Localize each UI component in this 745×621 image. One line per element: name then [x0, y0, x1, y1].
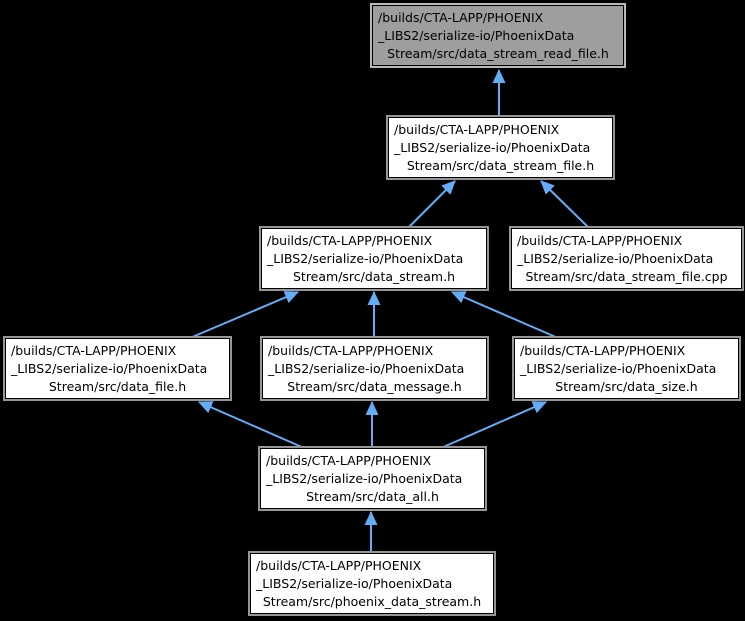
node-path-line: _LIBS2/serialize-io/PhoenixData [11, 361, 208, 376]
arrow-data-stream-file-cpp-to-data-stream-file-h [540, 180, 590, 229]
graph-node-data-stream-read-file-h[interactable]: /builds/CTA-LAPP/PHOENIX _LIBS2/serializ… [370, 3, 626, 68]
arrow-data-all-h-to-data-size-h [440, 401, 547, 449]
node-path-line: Stream/src/data_stream_file.h [406, 158, 595, 173]
graph-node-data-file-h[interactable]: /builds/CTA-LAPP/PHOENIX _LIBS2/serializ… [3, 336, 232, 401]
node-path-line: _LIBS2/serialize-io/PhoenixData [378, 28, 575, 43]
node-path-line: _LIBS2/serialize-io/PhoenixData [517, 251, 714, 266]
arrow-data-file-h-to-data-stream-h [189, 291, 299, 339]
node-path-line: _LIBS2/serialize-io/PhoenixData [268, 361, 465, 376]
arrow-data-stream-h-to-data-stream-file-h [407, 180, 456, 229]
graph-node-data-stream-file-h[interactable]: /builds/CTA-LAPP/PHOENIX _LIBS2/serializ… [386, 115, 615, 180]
node-path-line: _LIBS2/serialize-io/PhoenixData [394, 140, 591, 155]
arrow-data-size-h-to-data-stream-h [451, 291, 559, 339]
graph-node-data-stream-file-cpp[interactable]: /builds/CTA-LAPP/PHOENIX _LIBS2/serializ… [509, 226, 744, 291]
arrow-data-all-h-to-data-file-h [198, 401, 305, 449]
node-path-line: /builds/CTA-LAPP/PHOENIX [266, 453, 432, 468]
node-path-line: /builds/CTA-LAPP/PHOENIX [256, 558, 422, 573]
node-path-line: Stream/src/data_message.h [287, 379, 462, 394]
node-path-line: _LIBS2/serialize-io/PhoenixData [266, 471, 463, 486]
node-path-line: Stream/src/data_file.h [48, 379, 187, 394]
node-path-line: Stream/src/data_all.h [306, 489, 439, 504]
graph-node-data-size-h[interactable]: /builds/CTA-LAPP/PHOENIX _LIBS2/serializ… [512, 336, 741, 401]
node-path-line: Stream/src/data_stream_read_file.h [387, 46, 609, 61]
node-path-line: Stream/src/data_stream.h [292, 269, 455, 284]
node-path-line: /builds/CTA-LAPP/PHOENIX [394, 122, 560, 137]
node-path-line: Stream/src/phoenix_data_stream.h [262, 594, 482, 609]
graph-node-data-stream-h[interactable]: /builds/CTA-LAPP/PHOENIX _LIBS2/serializ… [259, 226, 489, 291]
node-path-line: /builds/CTA-LAPP/PHOENIX [11, 343, 177, 358]
node-path-line: Stream/src/data_size.h [555, 379, 698, 394]
node-path-line: _LIBS2/serialize-io/PhoenixData [520, 361, 717, 376]
node-path-line: /builds/CTA-LAPP/PHOENIX [520, 343, 686, 358]
node-path-line: /builds/CTA-LAPP/PHOENIX [378, 10, 544, 25]
graph-node-data-all-h[interactable]: /builds/CTA-LAPP/PHOENIX _LIBS2/serializ… [258, 446, 487, 511]
graph-node-phoenix-data-stream-h[interactable]: /builds/CTA-LAPP/PHOENIX _LIBS2/serializ… [248, 551, 496, 616]
graph-node-data-message-h[interactable]: /builds/CTA-LAPP/PHOENIX _LIBS2/serializ… [260, 336, 489, 401]
node-path-line: /builds/CTA-LAPP/PHOENIX [267, 233, 433, 248]
node-path-line: _LIBS2/serialize-io/PhoenixData [256, 576, 453, 591]
node-path-line: /builds/CTA-LAPP/PHOENIX [517, 233, 683, 248]
node-path-line: /builds/CTA-LAPP/PHOENIX [268, 343, 434, 358]
node-path-line: _LIBS2/serialize-io/PhoenixData [267, 251, 464, 266]
node-path-line: Stream/src/data_stream_file.cpp [525, 269, 728, 284]
